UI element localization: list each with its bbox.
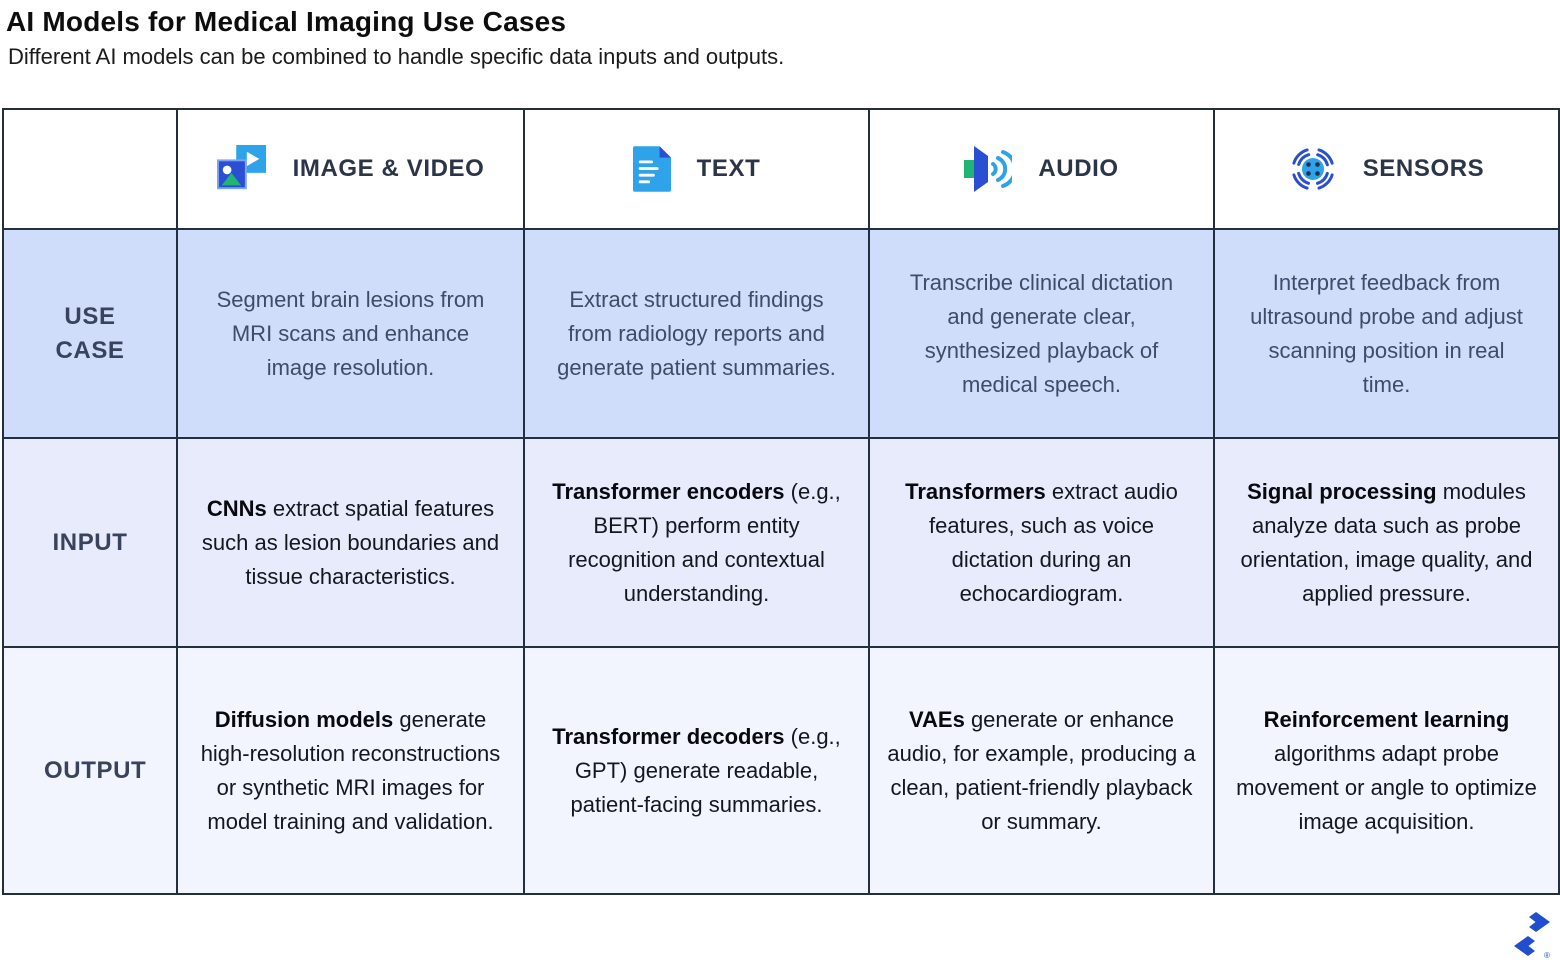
column-header-label: TEXT — [696, 155, 761, 182]
cell-use-case-image-video: Segment brain lesions from MRI scans and… — [178, 230, 523, 437]
cell-input-audio: Transformers extract audio features, suc… — [870, 439, 1213, 646]
cell-output-image-video: Diffusion models generate high-resolutio… — [178, 648, 523, 893]
column-header-label: AUDIO — [1038, 155, 1119, 182]
page-title: AI Models for Medical Imaging Use Cases — [6, 6, 567, 37]
row-label-input: INPUT — [4, 439, 176, 646]
cell-use-case-audio: Transcribe clinical dictation and genera… — [870, 230, 1213, 437]
audio-speaker-icon — [964, 144, 1013, 194]
row-label-text: USE CASE — [55, 302, 125, 364]
page-header: AI Models for Medical Imaging Use Cases … — [0, 0, 1560, 70]
cell-use-case-sensors: Interpret feedback from ultrasound probe… — [1215, 230, 1558, 437]
cell-input-image-video: CNNs extract spatial features such as le… — [178, 439, 523, 646]
sensors-icon — [1289, 145, 1337, 193]
column-header-text: TEXT — [525, 110, 868, 228]
cell-output-audio: VAEs generate or enhance audio, for exam… — [870, 648, 1213, 893]
cell-input-sensors: Signal processing modules analyze data s… — [1215, 439, 1558, 646]
row-label-text: INPUT — [52, 528, 128, 556]
cell-output-sensors: Reinforcement learning algorithms adapt … — [1215, 648, 1558, 893]
cell-use-case-text: Extract structured findings from radiolo… — [525, 230, 868, 437]
column-header-label: SENSORS — [1362, 155, 1485, 182]
cell-output-text: Transformer decoders (e.g., GPT) generat… — [525, 648, 868, 893]
column-header-image-video: IMAGE & VIDEO — [178, 110, 523, 228]
row-label-output: OUTPUT — [4, 648, 176, 893]
column-header-sensors: SENSORS — [1215, 110, 1558, 228]
row-label-text: OUTPUT — [44, 756, 147, 784]
image-video-icon — [216, 144, 267, 194]
table-corner-cell — [4, 110, 176, 228]
ai-models-table: IMAGE & VIDEO TEXT AUDIO — [2, 108, 1560, 895]
row-label-use-case: USE CASE — [4, 230, 176, 437]
cell-input-text: Transformer encoders (e.g., BERT) perfor… — [525, 439, 868, 646]
column-header-label: IMAGE & VIDEO — [292, 155, 485, 182]
text-document-icon — [632, 145, 671, 193]
column-header-audio: AUDIO — [870, 110, 1213, 228]
svg-text:®: ® — [1544, 951, 1550, 960]
toptal-logo: ® — [1512, 910, 1554, 960]
page-subtitle: Different AI models can be combined to h… — [8, 44, 785, 69]
